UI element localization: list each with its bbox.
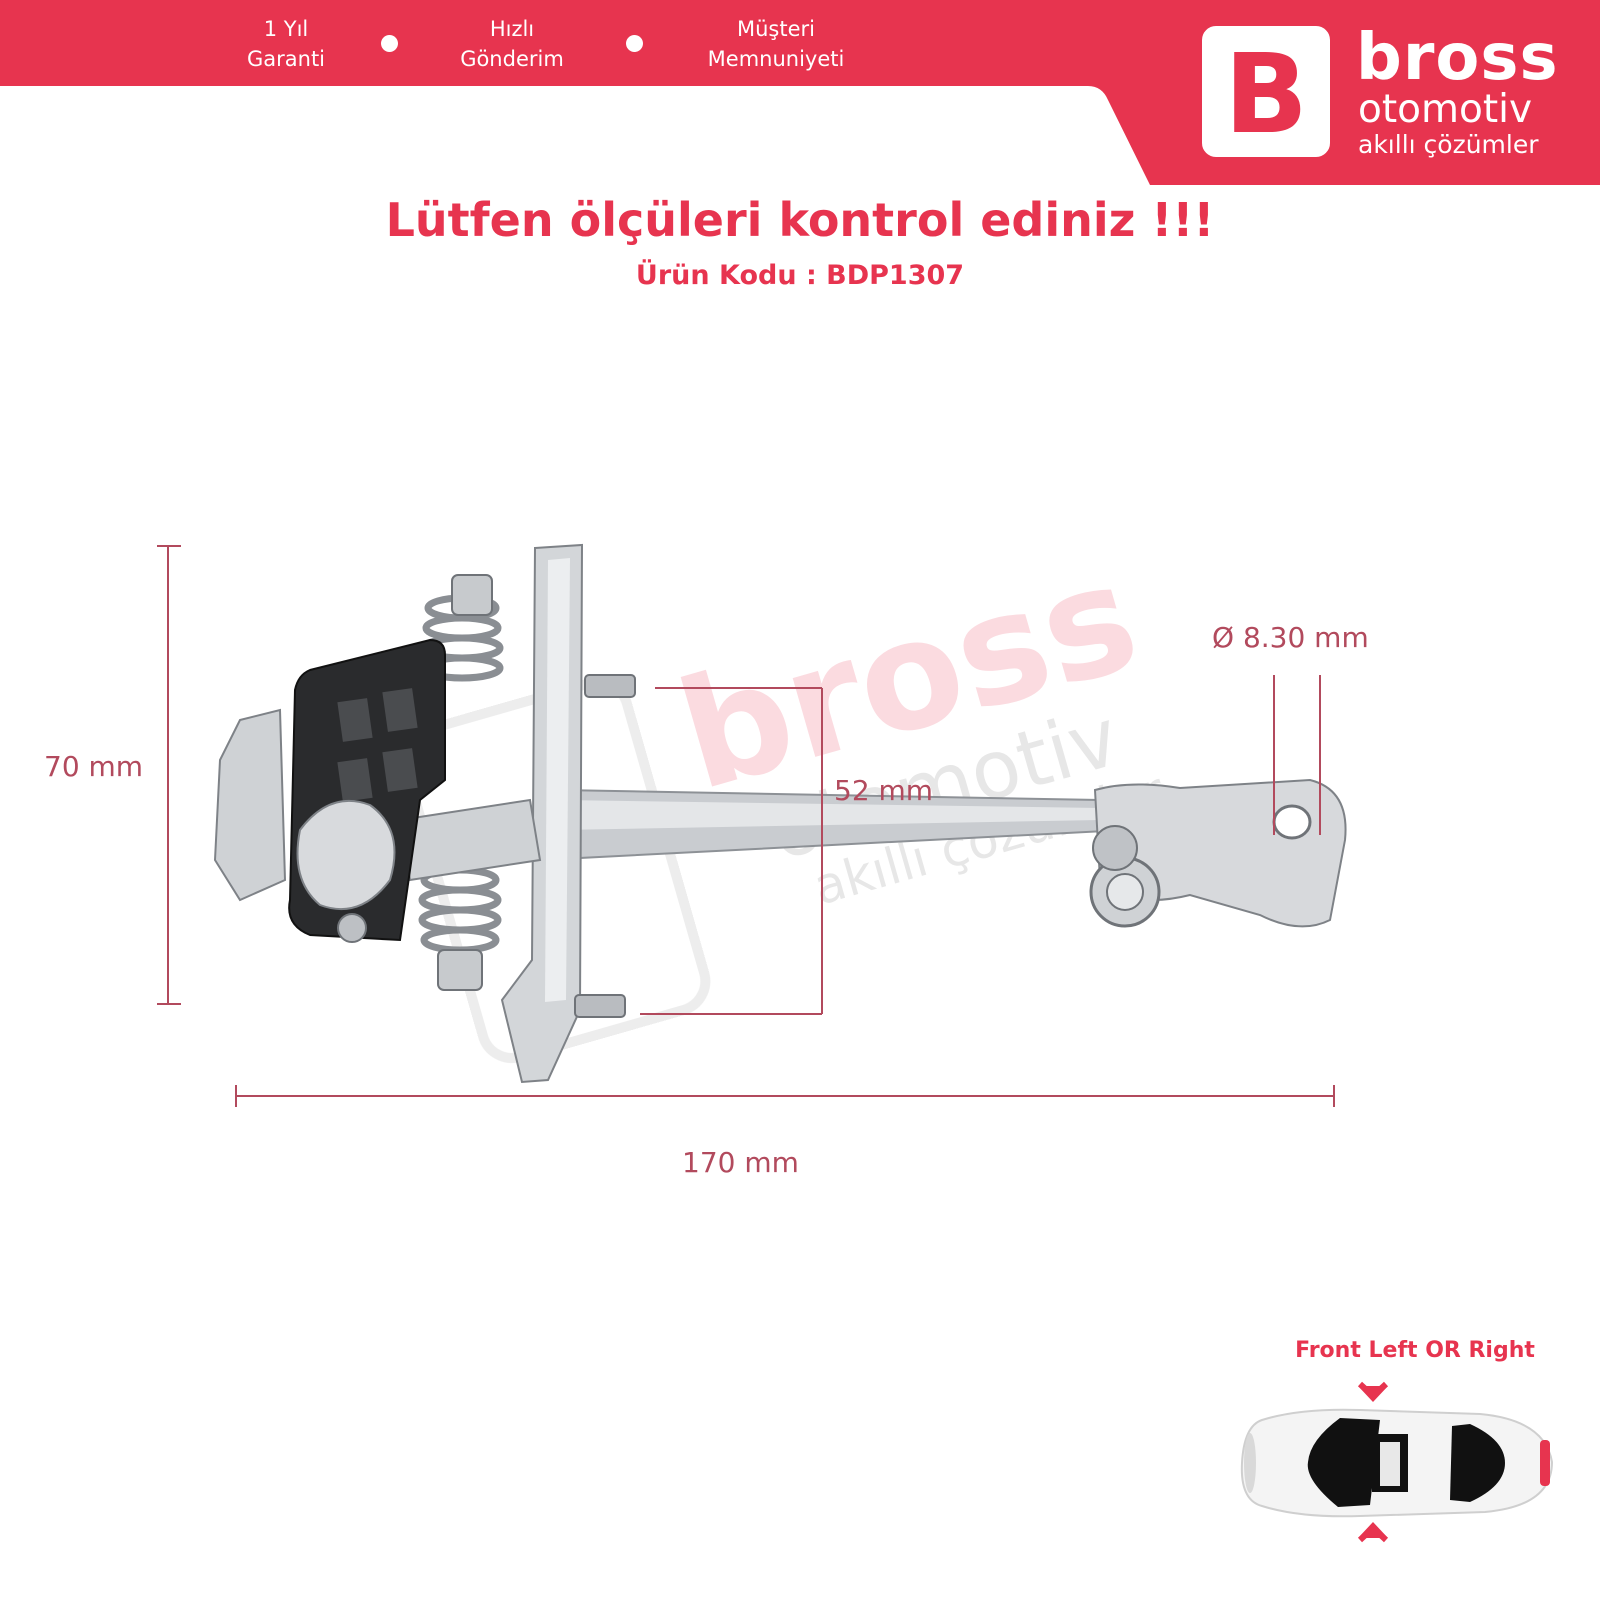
- arrow-up-icon: [1357, 1522, 1389, 1543]
- height-dimension-label: 70 mm: [44, 750, 144, 783]
- separator-dot: [626, 35, 643, 52]
- door-check-strap-image: [213, 543, 1347, 1084]
- badge-warranty-line1: 1 Yıl: [263, 17, 309, 41]
- page-title: Lütfen ölçüleri kontrol ediniz !!!: [385, 193, 1215, 247]
- badge-warranty-line2: Garanti: [246, 47, 326, 71]
- badge-shipping-line2: Gönderim: [460, 47, 564, 71]
- car-position-label: Front Left OR Right: [1295, 1338, 1535, 1363]
- brand-name: bross: [1356, 21, 1559, 95]
- brand-subtitle: otomotiv: [1358, 87, 1533, 132]
- badge-warranty: 1 Yıl Garanti: [186, 14, 386, 74]
- brand-tagline: akıllı çözümler: [1358, 130, 1539, 159]
- logo-letter: B: [1224, 30, 1308, 158]
- length-dimension-label: 170 mm: [682, 1146, 799, 1179]
- dimension-lines: [157, 545, 1335, 1107]
- logo-mark: B: [1202, 26, 1330, 158]
- arrow-down-icon: [1357, 1381, 1389, 1402]
- header-bar: [0, 0, 1600, 185]
- separator-dot: [381, 35, 398, 52]
- product-code: Ürün Kodu : BDP1307: [635, 260, 965, 291]
- badge-satisfaction-line2: Memnuniyeti: [707, 47, 845, 71]
- hole-diameter-dimension-label: Ø 8.30 mm: [1212, 621, 1369, 654]
- badge-shipping-line1: Hızlı: [489, 17, 535, 41]
- badge-satisfaction-line1: Müşteri: [737, 17, 815, 41]
- badge-satisfaction: Müşteri Memnuniyeti: [676, 14, 876, 74]
- bolt-spacing-dimension-label: 52 mm: [834, 774, 934, 807]
- badge-shipping: Hızlı Gönderim: [412, 14, 612, 74]
